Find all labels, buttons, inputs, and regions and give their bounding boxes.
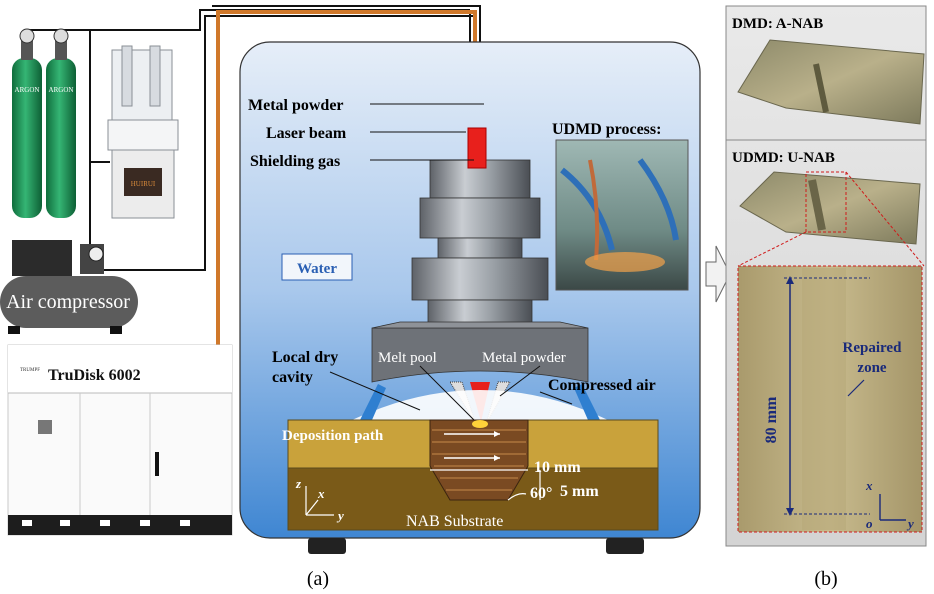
compressed-air-label: Compressed air — [548, 377, 656, 394]
panel-b-label: (b) — [814, 568, 837, 590]
angle-label: 60° — [530, 485, 552, 502]
laser-model-label: TruDisk 6002 — [48, 367, 141, 384]
argon-cylinders: ARGON ARGON — [12, 28, 76, 218]
dim-80mm-label: 80 mm — [763, 396, 780, 443]
udmd-process-label: UDMD process: — [552, 121, 661, 138]
argon-label-2: ARGON — [49, 86, 74, 94]
laser-beam-tube — [467, 127, 487, 169]
tank-foot-left — [308, 538, 346, 554]
repaired-zone-label-1: Repaired — [843, 340, 903, 356]
dim-10mm-label: 10 mm — [534, 459, 581, 476]
u-nab-plate — [739, 171, 921, 245]
axis-z-label: z — [295, 476, 302, 491]
water-label-box — [281, 253, 353, 281]
air-jet-right — [574, 384, 600, 420]
axis-y-label: y — [336, 508, 344, 523]
dmd-title: DMD: A-NAB — [732, 16, 823, 32]
local-dry-cavity-label-1: Local dry — [272, 349, 338, 366]
axis-triad-b — [879, 494, 906, 521]
leader-lines — [329, 103, 573, 421]
local-dry-cavity-label-2: cavity — [272, 369, 313, 386]
argon-label-1: ARGON — [15, 86, 40, 94]
panel-a-label: (a) — [307, 568, 329, 590]
deposition-path-label: Deposition path — [282, 428, 384, 444]
dimension-lines — [430, 469, 541, 501]
zoom-region — [805, 171, 847, 233]
air-compressor-label: Air compressor — [6, 291, 130, 313]
metal-powder-nozzle-label: Metal powder — [482, 350, 566, 366]
axis-triad-substrate — [305, 486, 334, 516]
udmd-title: UDMD: U-NAB — [732, 150, 835, 166]
dry-cavity — [352, 390, 608, 420]
axis-y-b-label: y — [906, 516, 914, 531]
dim-5mm-label: 5 mm — [560, 483, 599, 500]
shielding-gas-label: Shielding gas — [250, 153, 340, 170]
metal-powder-label: Metal powder — [248, 97, 344, 114]
a-nab-plate — [737, 39, 925, 125]
axis-o-label: o — [866, 516, 873, 531]
powder-feeder: HUIRUI — [107, 45, 179, 219]
axis-x-label: x — [317, 486, 325, 501]
panel-arrow — [705, 245, 731, 303]
melt-pool-label: Melt pool — [378, 350, 437, 366]
air-compressor — [0, 240, 138, 334]
feeder-brand: HUIRUI — [131, 180, 156, 188]
laser-brand: TRUMPF — [20, 368, 40, 373]
tank-foot-right — [606, 538, 644, 554]
water-label: Water — [297, 261, 337, 277]
repaired-zone-label-2: zone — [857, 360, 887, 376]
laser-beam-label: Laser beam — [266, 125, 347, 142]
laser-unit: TRUMPF — [7, 344, 233, 536]
substrate — [287, 419, 659, 531]
substrate-label: NAB Substrate — [406, 513, 503, 530]
axis-x-b-label: x — [865, 478, 873, 493]
